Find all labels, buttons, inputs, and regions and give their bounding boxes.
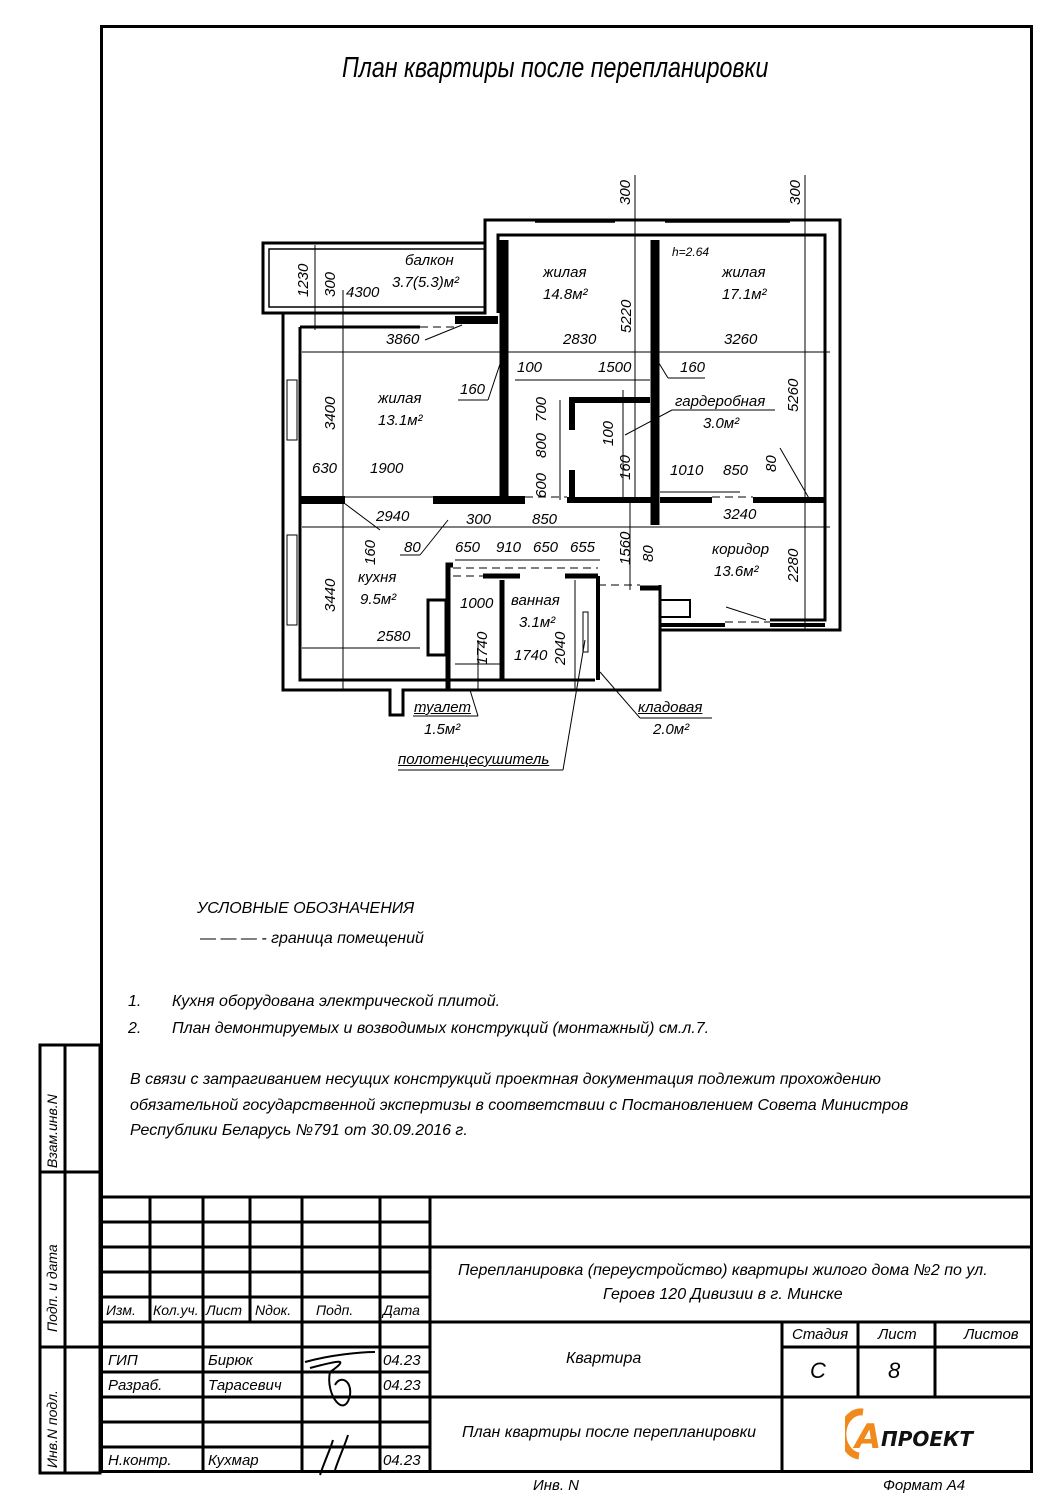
room-area: 3.1м² <box>519 614 556 631</box>
dimension-label: 3240 <box>723 506 757 523</box>
dimension-label: 910 <box>496 539 522 556</box>
dimension-label: 1010 <box>670 462 704 479</box>
paragraph-line: обязательной государственной экспертизы … <box>130 1097 909 1114</box>
dimension-label: 655 <box>570 539 596 556</box>
dimension-label: 4300 <box>346 284 380 301</box>
stage-value: С <box>810 1358 826 1383</box>
paragraph-line: Республики Беларусь №791 от 30.09.2016 г… <box>130 1122 468 1139</box>
room-name: жилая <box>378 390 422 407</box>
paragraph-line: В связи с затрагиванием несущих конструк… <box>130 1071 881 1088</box>
signer-role: ГИП <box>108 1352 138 1369</box>
object-name: Квартира <box>566 1350 642 1367</box>
dimension-label: 2830 <box>563 331 597 348</box>
sheet-header: Лист <box>878 1326 917 1343</box>
project-title-line: Героев 120 Дивизии в г. Минске <box>603 1286 843 1303</box>
svg-text:А: А <box>852 1417 881 1457</box>
dimension-label: 650 <box>455 539 481 556</box>
room-name: туалет <box>414 699 471 716</box>
room-area: 2.0м² <box>653 721 690 738</box>
legend-item: — — — - граница помещений <box>200 930 424 947</box>
dimension-label: 3260 <box>724 331 758 348</box>
note-number: 1. <box>128 993 142 1010</box>
signer-name: Бирюк <box>208 1352 253 1369</box>
room-name: жилая <box>722 264 766 281</box>
title-block-header: Изм. <box>106 1302 136 1318</box>
room-area: 1.5м² <box>424 721 461 738</box>
room-area: 3.0м² <box>703 415 740 432</box>
room-area: 14.8м² <box>543 286 588 303</box>
signer-date: 04.23 <box>383 1352 421 1369</box>
svg-text:ПРОЕКТ: ПРОЕКТ <box>881 1427 974 1451</box>
room-name: ванная <box>511 592 560 609</box>
room-name: коридор <box>712 541 770 558</box>
walls <box>261 218 842 717</box>
signer-name: Кухмар <box>208 1452 259 1469</box>
dimension-label: 1000 <box>460 595 494 612</box>
title-block-header: Дата <box>383 1302 420 1318</box>
stage-header: Стадия <box>792 1326 849 1343</box>
inv-label: Инв. N <box>533 1477 579 1494</box>
dimension-label: 160 <box>460 381 486 398</box>
note-text: План демонтируемых и возводимых конструк… <box>172 1020 710 1037</box>
height-note: h=2.64 <box>672 245 710 259</box>
format-label: Формат А4 <box>883 1477 966 1494</box>
dimension-label: 650 <box>533 539 559 556</box>
signer-date: 04.23 <box>383 1452 421 1469</box>
room-name: кладовая <box>638 699 703 716</box>
signatures <box>304 1351 376 1476</box>
dimension-label: 160 <box>680 359 706 376</box>
side-label-inv-podl: Инв.N подл. <box>44 1390 60 1468</box>
side-label-podp-data: Подп. и дата <box>44 1244 60 1332</box>
signer-role: Н.контр. <box>108 1452 172 1469</box>
room-area: 3.7(5.3)м² <box>392 274 459 291</box>
company-logo: А ПРОЕКТ <box>845 1408 975 1463</box>
signer-name: Тарасевич <box>208 1377 282 1394</box>
dimension-label: 1900 <box>370 460 404 477</box>
note-number: 2. <box>128 1020 142 1037</box>
room-area: 17.1м² <box>722 286 767 303</box>
page-title-text: План квартиры после перепланировки <box>342 52 769 84</box>
room-area: 13.1м² <box>378 412 423 429</box>
title-block-header: Лист <box>206 1302 243 1318</box>
room-name: балкон <box>405 252 454 269</box>
title-block-header: Кол.уч. <box>153 1302 199 1318</box>
dimension-label: 300 <box>466 511 492 528</box>
dimension-label: 1740 <box>514 647 548 664</box>
title-block-grid <box>100 1195 1033 1473</box>
note-text: Кухня оборудована электрической плитой. <box>172 993 501 1010</box>
room-boundaries <box>420 312 770 623</box>
dimension-label: 2580 <box>377 628 411 645</box>
logo-mark: А ПРОЕКТ <box>845 1408 974 1460</box>
dimension-label: 3860 <box>386 331 420 348</box>
sheet-title: План квартиры после перепланировки <box>462 1424 757 1441</box>
title-block-header: Nдок. <box>255 1302 292 1318</box>
sheets-header: Листов <box>964 1326 1019 1343</box>
dimension-label: 2940 <box>376 508 410 525</box>
dimension-lines <box>302 175 830 771</box>
room-name: гардеробная <box>675 393 766 410</box>
sheet-value: 8 <box>888 1358 901 1383</box>
side-label-vzam-inv: Взам.инв.N <box>44 1094 60 1168</box>
dimension-label: 100 <box>517 359 543 376</box>
dimension-label: 630 <box>312 460 338 477</box>
room-name: жилая <box>543 264 587 281</box>
dimension-label: 80 <box>404 539 421 556</box>
dimension-label: 850 <box>532 511 558 528</box>
project-title-line: Перепланировка (переустройство) квартиры… <box>458 1262 988 1279</box>
room-area: 9.5м² <box>360 591 397 608</box>
room-area: 13.6м² <box>714 563 759 580</box>
signer-role: Разраб. <box>108 1377 163 1394</box>
dimension-label: 1500 <box>598 359 632 376</box>
legend-title: УСЛОВНЫЕ ОБОЗНАЧЕНИЯ <box>197 900 415 917</box>
title-block-header: Подп. <box>316 1302 354 1318</box>
towel-dryer-label: полотенцесушитель <box>398 751 550 768</box>
signer-date: 04.23 <box>383 1377 421 1394</box>
drawing-frame <box>100 25 1033 1473</box>
room-name: кухня <box>358 569 397 586</box>
page-title: План квартиры после перепланировки <box>342 52 875 85</box>
dimension-label: 850 <box>723 462 749 479</box>
